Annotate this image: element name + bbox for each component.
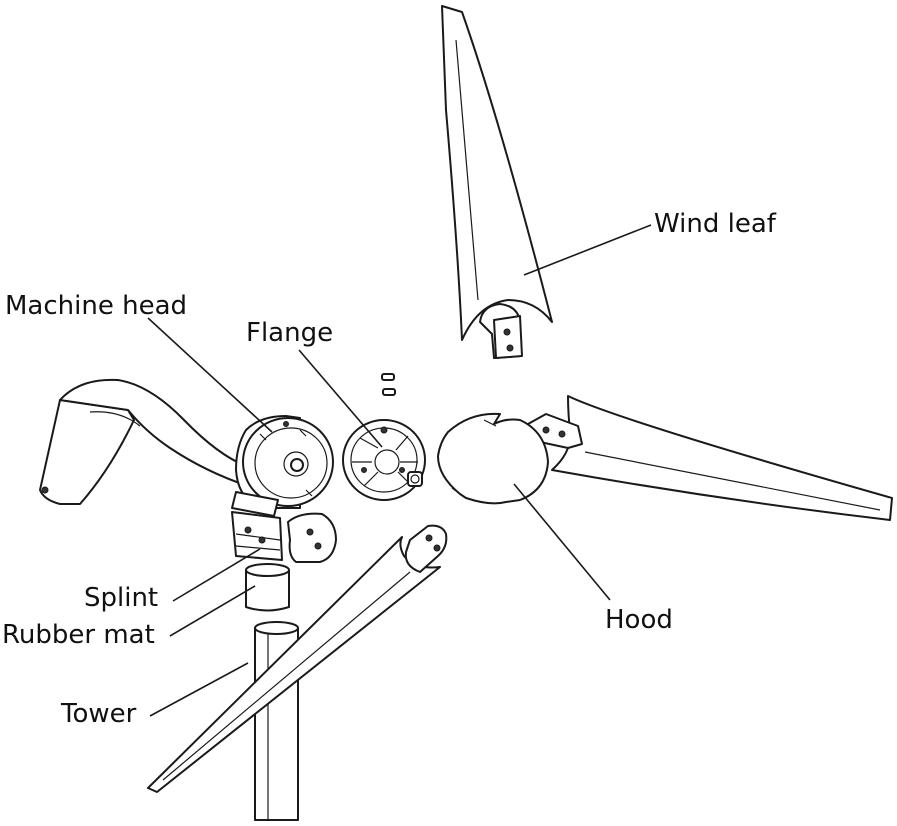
label-wind-leaf: Wind leaf [654,209,776,239]
wind-leaf-right [526,395,893,521]
leader-hood [513,483,611,601]
label-splint: Splint [84,583,159,613]
leader-splint [172,548,261,602]
hood [437,412,549,505]
leader-machine-head [147,317,273,433]
label-hood: Hood [605,605,673,635]
label-rubber-mat: Rubber mat [2,620,155,650]
flange [342,373,426,501]
wind-leaf-bottom [147,524,448,793]
leader-wind-leaf [523,224,652,276]
leader-tower [149,662,249,717]
rubber-mat [245,563,290,612]
label-tower: Tower [61,699,137,729]
splint [231,511,337,563]
leader-rubber-mat [169,585,256,637]
leader-flange [298,349,383,448]
machine-head [39,378,334,517]
wind-leaf-top [441,5,553,359]
label-flange: Flange [246,318,334,348]
label-machine-head: Machine head [5,291,188,321]
